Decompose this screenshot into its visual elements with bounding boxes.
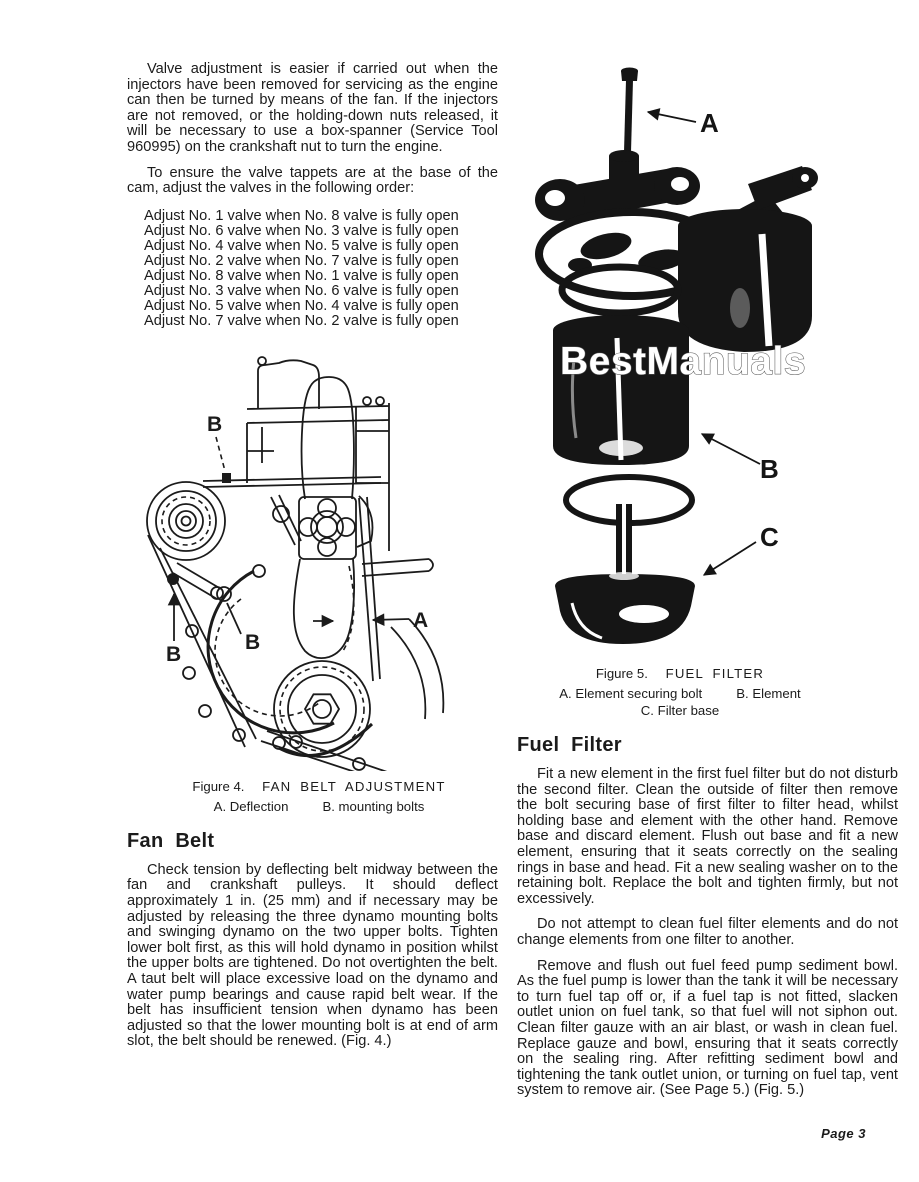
page-number: Page 3 [821,1126,866,1141]
figure5-key-b: B. Element [736,686,801,701]
fan-hub-plate [298,495,357,560]
figure5-callout-a: A [646,108,719,138]
figure5-key-a: A. Element securing bolt [559,686,703,701]
figure4-caption: Figure 4. FAN BELT ADJUSTMENT A. Deflect… [129,779,509,814]
fan-blade-upper [300,375,355,499]
fan-belt-paragraph: Check tension by deflecting belt midway … [127,861,498,1050]
figure5-key: A. Element securing bolt B. Element [510,686,850,701]
sealing-ring-upper [558,263,682,317]
valve-order-item: Adjust No. 5 valve when No. 4 valve is f… [144,297,459,314]
figure5-callout-c: C [702,522,779,576]
right-column: A [517,58,898,1109]
figure4-title: FAN BELT ADJUSTMENT [262,778,446,794]
dynamo-pulley [146,480,226,561]
figure5-callout-b: B [700,433,779,484]
figure4-fan-belt-diagram: B B B A Figure 4. FAN BELT ADJUSTMENT A.… [129,351,509,814]
filter-base [555,572,695,644]
valve-order-item: Adjust No. 2 valve when No. 7 valve is f… [144,252,459,269]
figure5-caption-title: Figure 5. FUEL FILTER [510,666,850,681]
figure5-caption: Figure 5. FUEL FILTER A. Element securin… [510,666,850,718]
valve-order-item: Adjust No. 3 valve when No. 6 valve is f… [144,282,459,299]
figure5-drawing: A [535,67,818,644]
figure4-key-b: B. mounting bolts [322,798,425,814]
valve-order-item: Adjust No. 6 valve when No. 3 valve is f… [144,222,459,239]
callout-c: C [760,522,779,552]
figure5-key-row2: C. Filter base [510,703,850,718]
fan-blade-lower [292,558,355,659]
callout-b: B [760,454,779,484]
water-pump-struts [270,494,374,548]
valve-order-list: Adjust No. 1 valve when No. 8 valve is f… [127,207,498,329]
figure4-key: A. Deflection B. mounting bolts [129,799,509,814]
engine-block [246,355,390,551]
figure5-fuel-filter-diagram: A [510,58,910,718]
pivot-bolt [216,585,232,602]
fan [292,375,357,659]
figure4-caption-title: Figure 4. FAN BELT ADJUSTMENT [129,779,509,794]
callout-b-lower: B [166,643,181,666]
figure4-callouts: B B B A [166,413,428,666]
callout-b-top: B [207,413,222,436]
valve-adjustment-paragraph: Valve adjustment is easier if carried ou… [127,61,498,155]
callout-a: A [700,108,719,138]
valve-order-item: Adjust No. 1 valve when No. 8 valve is f… [144,207,459,224]
filter-element [553,315,689,465]
fuel-filter-paragraph-1: Fit a new element in the first fuel filt… [517,766,898,907]
callout-a: A [413,609,428,632]
tappet-order-paragraph: To ensure the valve tappets are at the b… [127,164,498,197]
element-securing-bolt [621,67,638,152]
figure5-label: Figure 5. [595,666,648,681]
callout-b-middle: B [245,631,260,654]
valve-order-item: Adjust No. 7 valve when No. 2 valve is f… [144,312,459,329]
figure4-drawing: B B B A [146,355,445,771]
upper-mounting-bolt [222,472,231,483]
fan-belt [147,496,381,757]
figure5-title: FUEL FILTER [665,666,765,681]
left-column: Valve adjustment is easier if carried ou… [127,61,498,1060]
figure4-key-a: A. Deflection [213,798,289,814]
fuel-filter-heading: Fuel Filter [517,734,622,756]
filter-head [535,150,818,300]
fan-belt-heading: Fan Belt [127,829,215,852]
fuel-filter-paragraph-3: Remove and flush out fuel feed pump sedi… [517,957,898,1099]
engine-right-details [260,557,445,771]
figure4-label: Figure 4. [192,778,245,794]
valve-order-item: Adjust No. 4 valve when No. 5 valve is f… [144,237,459,254]
figure5-key-c: C. Filter base [640,703,720,718]
crankshaft-nut [303,693,341,725]
watermark-text: BestManuals [560,340,806,383]
fuel-filter-paragraph-2: Do not attempt to clean fuel filter elem… [517,916,898,948]
centre-stem [616,504,632,582]
second-filter [678,209,812,352]
crankshaft-pulley [273,659,371,758]
valve-order-item: Adjust No. 8 valve when No. 1 valve is f… [144,267,459,284]
dynamo-mounting-arm [202,472,382,488]
